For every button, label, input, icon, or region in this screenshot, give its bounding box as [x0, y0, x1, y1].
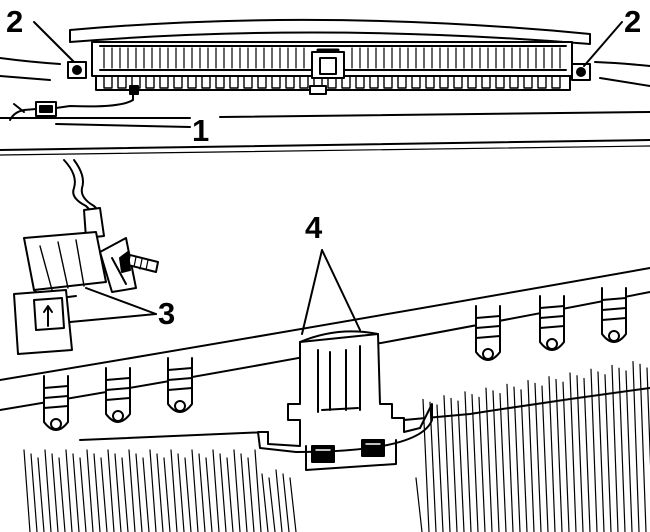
- callout-1: 1: [192, 113, 210, 148]
- mounting-tab: [601, 287, 627, 343]
- leader-3: [69, 313, 157, 323]
- leader-1: [55, 123, 191, 128]
- retaining-clip: [257, 330, 433, 471]
- top-wiring: [9, 85, 139, 121]
- cable-upper: [63, 159, 95, 215]
- panel-edge-upper: [0, 267, 650, 381]
- screw-mount-right: [571, 63, 591, 81]
- shelf-line-1: [0, 111, 650, 119]
- mounting-tab: [539, 295, 565, 351]
- mounting-tab: [105, 367, 131, 423]
- carpet-hatch: [23, 361, 650, 532]
- shelf-edge-top: [0, 57, 650, 67]
- leader-4-right: [321, 249, 361, 331]
- shelf-line-2: [0, 139, 650, 151]
- housing-teeth: [103, 75, 561, 89]
- screw: [119, 251, 159, 273]
- shelf-line-3: [0, 145, 650, 156]
- cable-boot: [83, 207, 105, 239]
- leader-2-left: [33, 21, 75, 63]
- mounting-tab: [167, 357, 193, 413]
- screw-mount-left: [67, 61, 87, 79]
- leader-2-right: [583, 21, 623, 67]
- lens-ribs: [103, 47, 561, 69]
- cable-upper-2: [73, 159, 101, 213]
- mounting-tabs: [43, 287, 627, 431]
- callout-2-right: 2: [624, 4, 642, 39]
- shelf-edge-lower: [0, 75, 650, 87]
- leader-3b: [85, 287, 157, 315]
- mounting-tab: [43, 375, 69, 431]
- mounting-tab: [475, 305, 501, 361]
- light-centre-clip: [309, 48, 345, 95]
- connector-body: [13, 231, 107, 355]
- callout-3: 3: [158, 296, 176, 331]
- callout-2-left: 2: [6, 4, 24, 39]
- leader-4-left: [301, 249, 323, 335]
- callout-4: 4: [305, 210, 323, 245]
